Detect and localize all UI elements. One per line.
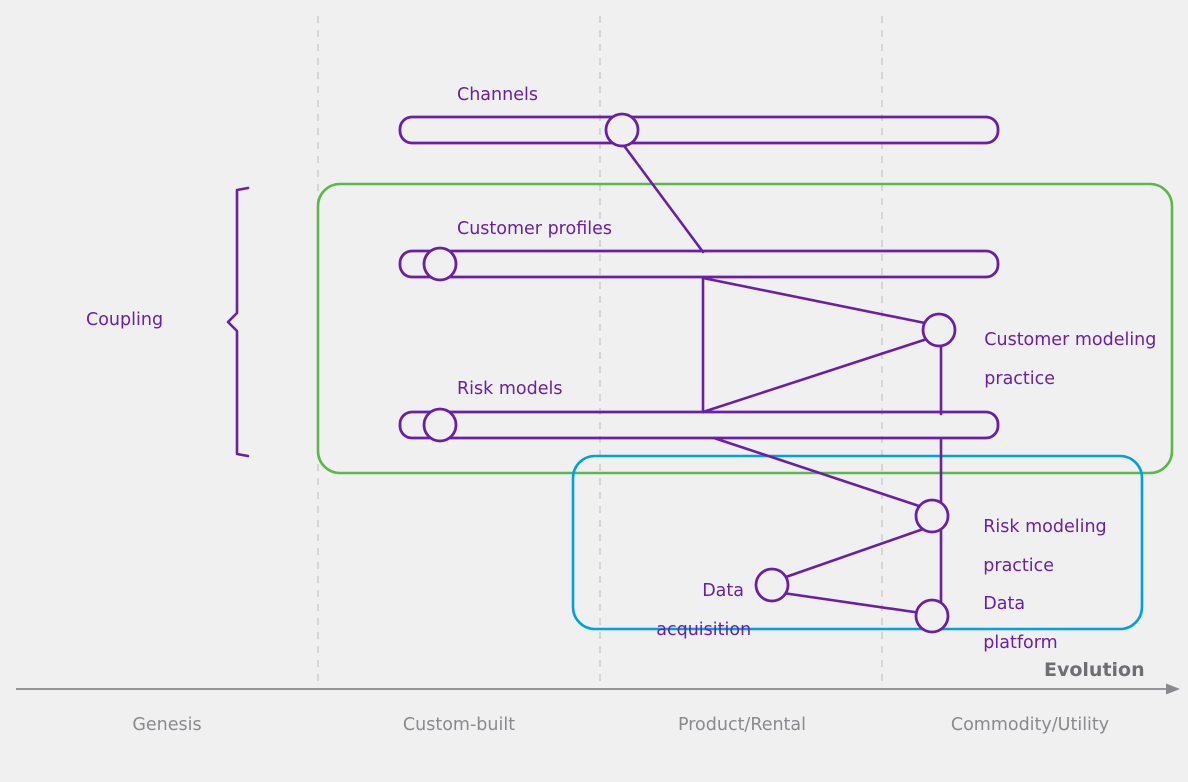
axis-tick-custom-built: Custom-built — [402, 715, 516, 735]
marker-customer-modeling-practice[interactable] — [921, 312, 957, 348]
node-label-customer-modeling-practice: Customer modeling practice — [962, 311, 1156, 410]
node-label-line1: Data — [702, 580, 744, 601]
node-label-data-acquisition: Data acquisition — [634, 562, 751, 661]
coupling-brace — [226, 186, 250, 458]
link-channels-to-customer-profiles — [620, 141, 705, 254]
link-data-acquisition-to-data-platform — [781, 591, 923, 615]
marker-customer-profiles[interactable] — [422, 246, 458, 282]
component-bar-risk-models[interactable] — [398, 410, 1000, 440]
coupling-brace-path — [226, 186, 250, 458]
node-markers — [754, 312, 957, 634]
component-bar-channels[interactable] — [398, 115, 1000, 145]
dependency-links — [620, 141, 943, 615]
axis-tick-genesis: Genesis — [132, 715, 202, 735]
component-position-markers — [422, 112, 640, 443]
component-label-channels: Channels — [457, 85, 538, 105]
component-bars — [398, 115, 1000, 440]
link-risk-models-to-risk-modeling — [712, 436, 927, 510]
node-label-line2: platform — [983, 633, 1058, 654]
link-risk-modeling-to-data-acquisition — [781, 525, 931, 580]
marker-risk-modeling-practice[interactable] — [914, 498, 950, 534]
node-label-line1: Customer modeling — [984, 329, 1157, 350]
link-risk-models-to-customer-modeling — [701, 336, 932, 414]
green-grouping-box — [316, 182, 1174, 475]
marker-channels[interactable] — [604, 112, 640, 148]
evolution-axis — [16, 683, 1180, 695]
coupling-annotation-label: Coupling — [86, 310, 164, 330]
node-label-risk-modeling-practice: Risk modeling practice — [961, 498, 1107, 597]
node-label-line1: Risk modeling — [983, 516, 1107, 537]
component-label-risk-models: Risk models — [457, 379, 563, 399]
component-bar-customer-profiles[interactable] — [398, 249, 1000, 279]
marker-risk-models[interactable] — [422, 407, 458, 443]
component-label-customer-profiles: Customer profiles — [457, 219, 612, 239]
link-customer-profiles-to-customer-modeling — [701, 276, 932, 326]
node-label-line2: acquisition — [656, 620, 752, 641]
axis-tick-product-rental: Product/Rental — [677, 715, 807, 735]
evolution-axis-title: Evolution — [1044, 659, 1145, 681]
node-label-line2: practice — [983, 556, 1055, 577]
node-label-data-platform: Data platform — [961, 575, 1058, 674]
node-label-line1: Data — [983, 593, 1026, 614]
marker-data-acquisition[interactable] — [754, 567, 790, 603]
node-label-line2: practice — [984, 369, 1056, 390]
axis-arrow-icon — [1166, 683, 1180, 695]
axis-tick-commodity-utility: Commodity/Utility — [950, 715, 1110, 735]
blue-grouping-box — [571, 454, 1144, 631]
marker-data-platform[interactable] — [914, 598, 950, 634]
